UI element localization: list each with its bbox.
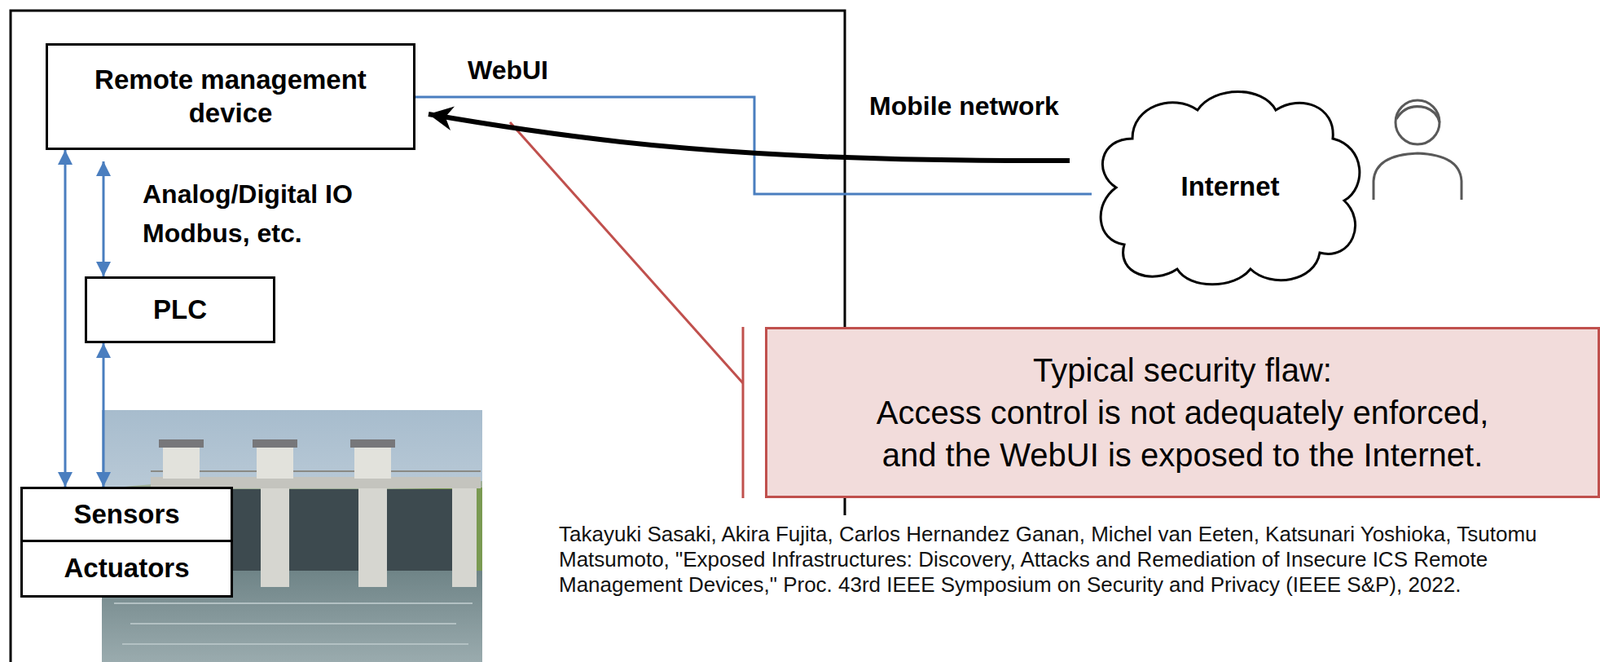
person-icon — [1373, 100, 1462, 200]
connector — [102, 342, 106, 487]
node-text: Actuators — [63, 551, 190, 585]
person-head — [1395, 100, 1440, 145]
photo-gate — [386, 488, 453, 571]
node-text: Sensors — [73, 497, 180, 531]
person-hair — [1396, 106, 1440, 123]
internet-cloud: Internet — [1091, 81, 1369, 291]
photo-pier — [358, 482, 387, 587]
photo-roof — [158, 439, 204, 448]
photo-railing — [150, 470, 481, 472]
edge-label: Mobile network — [869, 86, 1114, 126]
connector — [428, 114, 1070, 161]
photo-roof — [252, 439, 298, 448]
node-text: Access control is not adequately enforce… — [861, 391, 1505, 476]
node-text: PLC — [153, 293, 207, 326]
photo-tower — [354, 445, 392, 479]
person-body — [1373, 153, 1462, 200]
node-text: Typical security flaw: — [1032, 348, 1332, 392]
actuator-box: Actuators — [20, 539, 233, 598]
device-box: Remote management device — [45, 43, 416, 150]
photo-ripples — [114, 602, 473, 644]
cloud-outline — [1100, 92, 1360, 285]
plc-box: PLC — [84, 276, 276, 343]
connector — [102, 161, 106, 277]
edge-label: Analog/Digital IO Modbus, etc. — [142, 174, 436, 253]
connector — [64, 149, 67, 487]
photo-tower — [162, 445, 200, 479]
citation-text: Takayuki Sasaki, Akira Fujita, Carlos He… — [558, 521, 1592, 598]
photo-pier — [452, 482, 477, 587]
sensor-box: Sensors — [20, 486, 233, 542]
node-text: Internet — [1180, 170, 1280, 203]
leader-bracket — [742, 326, 745, 498]
edge-label: WebUI — [467, 50, 607, 90]
photo-pier — [260, 482, 290, 587]
leader-line — [509, 122, 743, 383]
callout-box: Typical security flaw:Access control is … — [764, 326, 1600, 498]
photo-tower — [256, 445, 294, 479]
photo-gate — [289, 488, 359, 571]
node-text: Remote management device — [57, 63, 404, 130]
photo-roof — [350, 439, 396, 448]
